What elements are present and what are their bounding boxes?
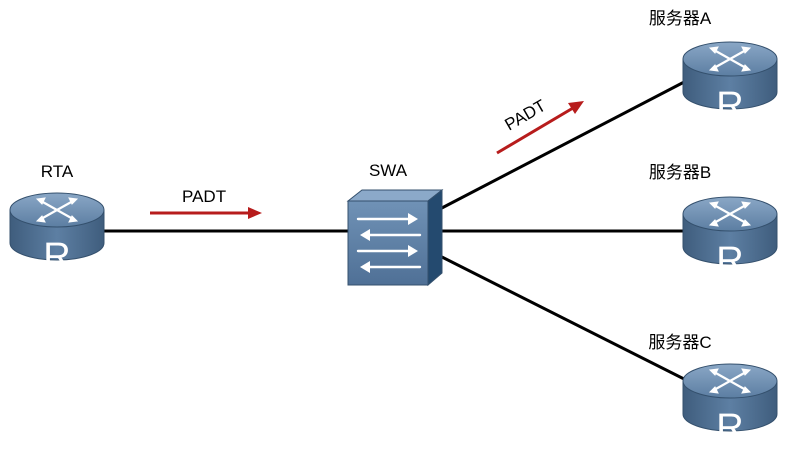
- link-swa-server-c: [437, 253, 689, 383]
- link-swa-server-a: [437, 78, 689, 212]
- node-label-swa: SWA: [369, 161, 408, 180]
- node-label-rta: RTA: [41, 162, 74, 181]
- arrow-rta-to-swa: [150, 207, 262, 219]
- svg-text:R: R: [716, 407, 743, 449]
- message-label-swa-server-a: PADT: [502, 96, 550, 134]
- router-icon: R: [681, 362, 779, 449]
- router-icon: R: [681, 40, 779, 127]
- node-label-server-a: 服务器A: [649, 9, 712, 28]
- switch-icon: [346, 188, 444, 287]
- router-icon: R: [8, 191, 106, 278]
- svg-text:R: R: [716, 240, 743, 282]
- svg-text:R: R: [716, 85, 743, 127]
- svg-text:R: R: [43, 236, 70, 278]
- node-label-server-b: 服务器B: [649, 163, 711, 182]
- node-label-server-c: 服务器C: [648, 333, 711, 352]
- arrow-swa-to-server-a: [496, 101, 584, 155]
- message-label-rta-swa: PADT: [182, 187, 226, 206]
- router-icon: R: [681, 195, 779, 282]
